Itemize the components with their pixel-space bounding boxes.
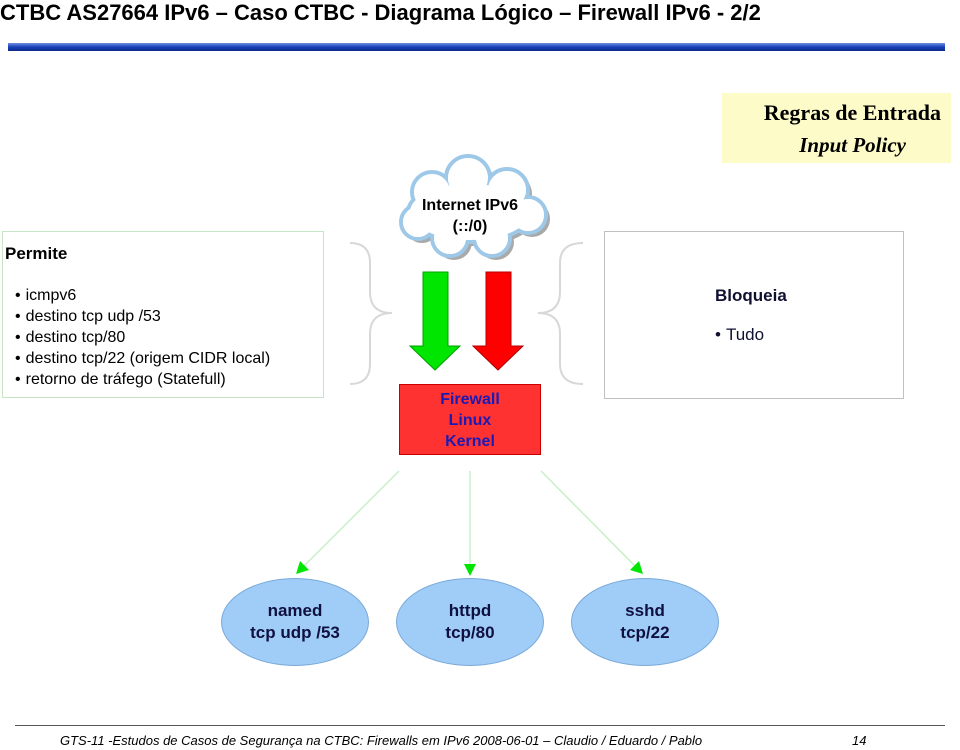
title-divider-bar (8, 43, 945, 51)
firewall-label-line3: Kernel (445, 433, 495, 450)
link-sshd-arrowhead-icon (630, 561, 643, 574)
block-rules-box: Bloqueia Tudo (604, 231, 904, 399)
service-port: tcp/80 (445, 623, 495, 642)
service-name: httpd (448, 601, 492, 620)
service-httpd: httpd tcp/80 (396, 578, 544, 666)
firewall-box: Firewall Linux Kernel (399, 384, 541, 455)
footer-divider (15, 725, 945, 726)
allow-rules-box: Permite icmpv6 destino tcp udp /53 desti… (2, 231, 324, 398)
block-title: Bloqueia (715, 286, 787, 305)
allow-title: Permite (5, 244, 68, 263)
block-rules-list: Tudo (715, 325, 764, 345)
internet-label-line1: Internet IPv6 (421, 197, 519, 214)
block-rule-item: Tudo (715, 325, 764, 345)
service-name: named (267, 601, 323, 620)
allow-rule-item: destino tcp udp /53 (15, 306, 270, 327)
allow-rule-item: retorno de tráfego (Statefull) (15, 369, 270, 390)
outbound-arrow-icon (471, 271, 525, 371)
service-sshd: sshd tcp/22 (571, 578, 719, 666)
link-sshd (540, 470, 637, 568)
allow-rule-item: icmpv6 (15, 285, 270, 306)
internet-label-line2: (::/0) (452, 218, 488, 235)
policy-box: Regras de Entrada Input Policy (722, 93, 951, 163)
service-name: sshd (625, 601, 665, 620)
policy-subtitle: Input Policy (799, 133, 906, 157)
allow-rules-list: icmpv6 destino tcp udp /53 destino tcp/8… (15, 285, 271, 390)
service-named: named tcp udp /53 (221, 578, 369, 666)
link-httpd-arrowhead-icon (464, 564, 476, 576)
allow-rule-item: destino tcp/80 (15, 327, 270, 348)
firewall-label-line2: Linux (448, 412, 492, 429)
link-named-arrowhead-icon (296, 561, 309, 574)
footer-text: GTS-11 -Estudos de Casos de Segurança na… (60, 733, 703, 748)
page-number: 14 (852, 733, 867, 748)
policy-title: Regras de Entrada (763, 100, 941, 125)
page-title: CTBC AS27664 IPv6 – Caso CTBC - Diagrama… (0, 0, 761, 25)
inbound-arrow-icon (408, 271, 462, 371)
link-named (302, 470, 400, 568)
service-port: tcp/22 (620, 623, 670, 642)
left-brace-icon (349, 242, 393, 385)
firewall-label: Firewall Linux Kernel (400, 389, 540, 452)
allow-rule-item: destino tcp/22 (origem CIDR local) (15, 348, 271, 369)
service-port: tcp udp /53 (250, 623, 340, 642)
internet-cloud-icon (399, 154, 550, 260)
right-brace-icon (537, 242, 584, 385)
internet-label: Internet IPv6 (::/0) (400, 195, 540, 237)
firewall-label-line1: Firewall (440, 391, 500, 408)
